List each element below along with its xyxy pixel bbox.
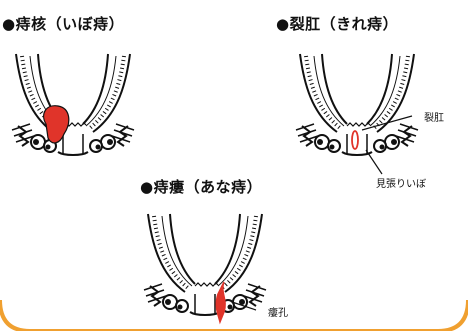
fissure-leader-line <box>362 116 412 130</box>
hemorrhoid-diagram <box>12 54 134 155</box>
fistula-label: 瘻孔 <box>268 304 288 319</box>
hemorrhoid-lesion <box>44 106 69 143</box>
skin-tag-leader-line <box>366 150 382 174</box>
fistula-diagram <box>144 214 266 322</box>
fissure-label: 裂肛 <box>424 109 444 124</box>
skin-tag-label: 見張りいぼ <box>376 175 426 190</box>
fissure-diagram <box>296 54 418 174</box>
hemorrhoid-title: ●痔核（いぼ痔） <box>2 13 124 34</box>
fissure-lesion <box>352 131 358 149</box>
fistula-title: ●痔瘻（あな痔） <box>140 176 262 197</box>
fissure-title: ●裂肛（きれ痔） <box>276 13 398 34</box>
